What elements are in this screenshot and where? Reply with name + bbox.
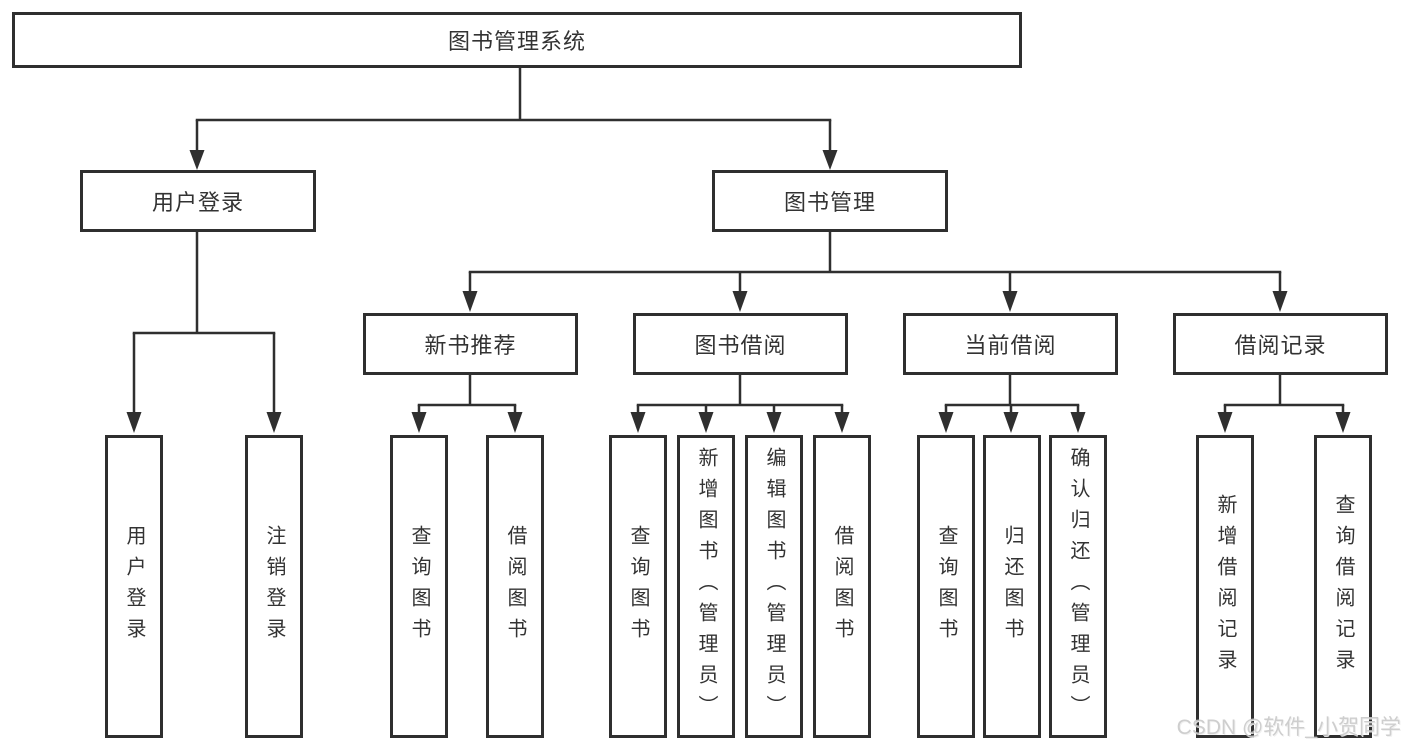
leaf-br-add-record-label: 新增借阅记录 [1214, 493, 1236, 680]
leaf-bb-edit-books-box: 编辑图书（管理员） [745, 435, 803, 738]
leaf-br-query-record-label: 查询借阅记录 [1332, 493, 1354, 680]
node-book-management-label: 图书管理 [783, 190, 876, 215]
leaf-bb-query-books-box: 查询图书 [609, 435, 667, 738]
leaf-cb-return-books-label: 归还图书 [1001, 524, 1023, 649]
leaf-user-login-label: 用户登录 [123, 524, 145, 649]
node-root-label: 图书管理系统 [447, 29, 586, 54]
node-book-borrow-label: 图书借阅 [694, 333, 787, 358]
node-borrow-record-label: 借阅记录 [1234, 333, 1327, 358]
node-new-book-recommend-box: 新书推荐 [363, 313, 578, 375]
leaf-user-login-box: 用户登录 [105, 435, 163, 738]
node-book-management-box: 图书管理 [712, 170, 948, 232]
leaf-bb-add-books-box: 新增图书（管理员） [677, 435, 735, 738]
leaf-logout-box: 注销登录 [245, 435, 303, 738]
node-user-login-box: 用户登录 [80, 170, 316, 232]
node-current-borrow-box: 当前借阅 [903, 313, 1118, 375]
node-root-box: 图书管理系统 [12, 12, 1022, 68]
leaf-bb-edit-books-label: 编辑图书（管理员） [763, 447, 785, 726]
leaf-bb-borrow-books-box: 借阅图书 [813, 435, 871, 738]
leaf-logout-label: 注销登录 [263, 524, 285, 649]
leaf-nb-query-books-label: 查询图书 [408, 524, 430, 649]
leaf-nb-borrow-books-label: 借阅图书 [504, 524, 526, 649]
leaf-bb-borrow-books-label: 借阅图书 [831, 524, 853, 649]
node-user-login-label: 用户登录 [151, 190, 244, 215]
node-new-book-recommend-label: 新书推荐 [424, 333, 517, 358]
leaf-bb-add-books-label: 新增图书（管理员） [695, 447, 717, 726]
watermark: CSDN @软件_小贺同学 [1176, 716, 1401, 739]
leaf-br-add-record-box: 新增借阅记录 [1196, 435, 1254, 738]
node-borrow-record-box: 借阅记录 [1173, 313, 1388, 375]
node-current-borrow-label: 当前借阅 [964, 333, 1057, 358]
leaf-cb-query-books-box: 查询图书 [917, 435, 975, 738]
node-book-borrow-box: 图书借阅 [633, 313, 848, 375]
leaf-cb-confirm-return-box: 确认归还（管理员） [1049, 435, 1107, 738]
leaf-cb-return-books-box: 归还图书 [983, 435, 1041, 738]
leaf-cb-confirm-return-label: 确认归还（管理员） [1067, 447, 1089, 726]
leaf-nb-borrow-books-box: 借阅图书 [486, 435, 544, 738]
leaf-bb-query-books-label: 查询图书 [627, 524, 649, 649]
leaf-cb-query-books-label: 查询图书 [935, 524, 957, 649]
leaf-br-query-record-box: 查询借阅记录 [1314, 435, 1372, 738]
leaf-nb-query-books-box: 查询图书 [390, 435, 448, 738]
